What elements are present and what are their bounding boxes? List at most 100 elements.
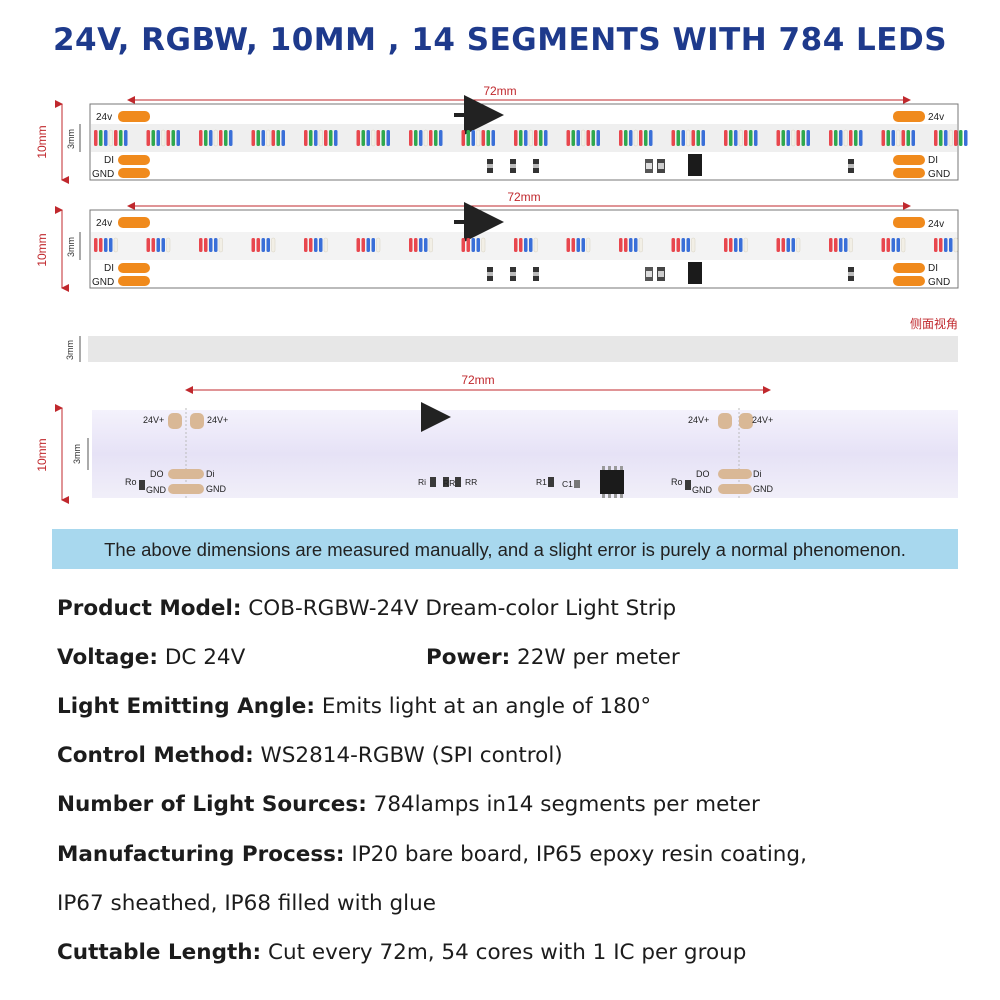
led-chip-group	[881, 237, 906, 253]
led-chip-group	[934, 237, 958, 253]
led-die	[724, 130, 728, 146]
led-die	[571, 238, 575, 252]
led-die	[954, 130, 958, 146]
solder-pad	[118, 217, 150, 228]
led-die	[261, 238, 265, 252]
led-die	[213, 129, 218, 147]
led-die	[113, 237, 118, 253]
led-die	[581, 238, 585, 252]
led-die	[691, 130, 695, 146]
pad-label-gnd: GND	[146, 485, 167, 495]
led-die	[791, 129, 796, 147]
led-die	[934, 238, 938, 252]
led-die	[686, 129, 691, 147]
label-r1: R1	[536, 477, 547, 487]
led-die	[524, 130, 528, 146]
led-chip-group	[619, 129, 653, 147]
pad-label-24v-plus: 24V+	[752, 415, 773, 425]
led-die	[881, 130, 885, 146]
spec-label: Cuttable Length:	[57, 940, 262, 965]
led-die	[896, 129, 901, 147]
led-die	[318, 129, 323, 147]
spec-value: Cut every 72m, 54 cores with 1 IC per gr…	[267, 940, 747, 965]
side-view-label: 侧面视角	[910, 316, 958, 331]
led-die	[304, 130, 308, 146]
led-die	[744, 130, 748, 146]
led-chip-group	[199, 237, 223, 253]
solder-pad	[118, 276, 150, 286]
measurement-note-banner: The above dimensions are measured manual…	[52, 529, 958, 569]
led-die	[251, 130, 255, 146]
pad-label-do: DO	[696, 469, 710, 479]
led-die	[964, 130, 968, 146]
led-die	[834, 130, 838, 146]
led-die	[309, 238, 313, 252]
led-die	[953, 237, 958, 253]
led-die	[839, 130, 843, 146]
led-die	[891, 238, 895, 252]
strip-side-view: 侧面视角 3mm	[65, 316, 958, 362]
led-die	[776, 130, 780, 146]
solder-pad	[893, 111, 925, 122]
led-die	[176, 130, 180, 146]
led-die	[734, 238, 738, 252]
ic-chip	[688, 154, 702, 176]
led-chip-group	[251, 237, 276, 253]
led-die	[624, 130, 628, 146]
led-die	[256, 130, 260, 146]
led-die	[266, 238, 270, 252]
led-chip-group	[461, 129, 495, 147]
strip-top-view-1: 72mm 10mm 3mm 24v 24v DI GND DI GND	[35, 84, 968, 184]
label-rr: RR	[443, 478, 455, 488]
led-chip-group	[514, 129, 548, 147]
led-die	[901, 237, 906, 253]
led-die	[309, 130, 313, 146]
led-die	[99, 238, 103, 252]
spec-value: WS2814-RGBW (SPI control)	[260, 743, 563, 768]
spec-value: 22W per meter	[517, 645, 680, 670]
led-die	[439, 130, 443, 146]
led-die	[356, 238, 360, 252]
led-die	[724, 238, 728, 252]
solder-pad	[893, 217, 925, 228]
spec-power: Power: 22W per meter	[426, 645, 680, 670]
led-chip-group	[619, 237, 643, 253]
pad-label-gnd-right: GND	[928, 169, 950, 180]
led-group-row-1	[94, 129, 968, 147]
led-die	[529, 238, 533, 252]
led-chip-group	[829, 129, 863, 147]
ic-chip	[688, 262, 702, 284]
led-die	[199, 130, 203, 146]
led-die	[423, 129, 428, 147]
led-die	[596, 130, 600, 146]
spec-label: Manufacturing Process:	[57, 842, 345, 867]
inner-height-label: 3mm	[72, 444, 82, 464]
led-die	[948, 129, 953, 147]
led-die	[371, 129, 376, 147]
led-die	[461, 130, 465, 146]
led-die	[639, 130, 643, 146]
spec-value: 784lamps in14 segments per meter	[373, 792, 760, 817]
solder-pad	[718, 484, 752, 494]
led-die	[591, 130, 595, 146]
led-chip-group	[724, 129, 758, 147]
led-die	[151, 238, 155, 252]
led-die	[796, 237, 801, 253]
led-die	[738, 129, 743, 147]
led-die	[586, 237, 591, 253]
led-die	[524, 238, 528, 252]
led-die	[376, 237, 381, 253]
spec-light-sources: Number of Light Sources: 784lamps in14 s…	[57, 792, 760, 817]
led-die	[671, 130, 675, 146]
led-chip-group	[409, 129, 443, 147]
led-die	[949, 238, 953, 252]
led-die	[624, 238, 628, 252]
led-die	[414, 238, 418, 252]
pad-label-di-right: DI	[928, 263, 938, 274]
led-die	[323, 237, 328, 253]
solder-pad	[190, 413, 204, 429]
led-die	[356, 130, 360, 146]
led-die	[891, 130, 895, 146]
led-die	[686, 238, 690, 252]
led-die	[859, 130, 863, 146]
